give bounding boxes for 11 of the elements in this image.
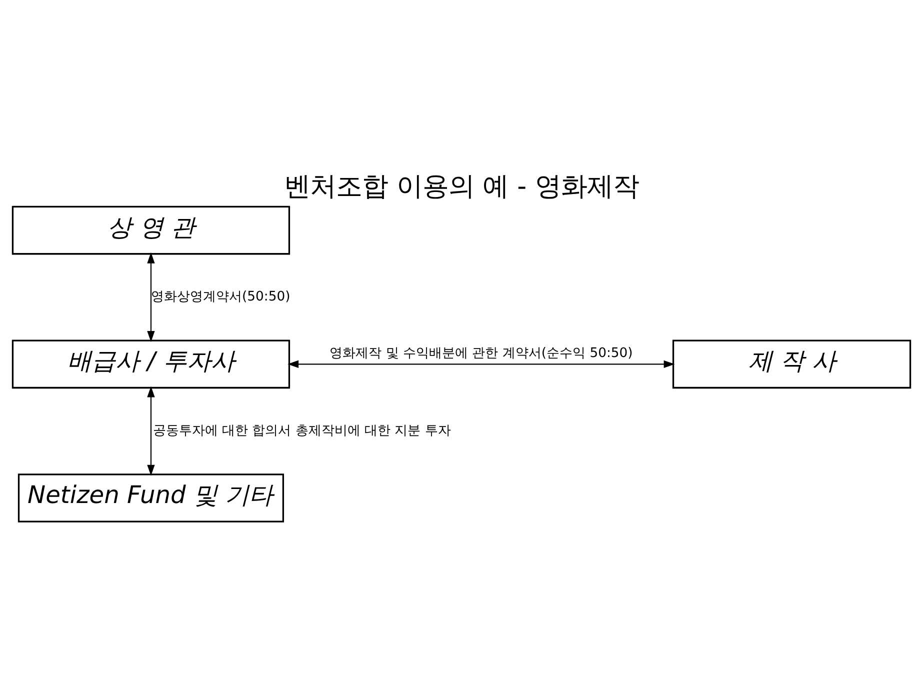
node-box: Netizen Fund 및 기타 [18, 474, 284, 522]
edge-label: 공동투자에 대한 합의서 총제작비에 대한 지분 투자 [152, 423, 451, 438]
node-box: 제 작 사 [672, 340, 912, 389]
edge-label: 영화상영계약서(50:50) [151, 290, 290, 305]
edge-label: 영화제작 및 수익배분에 관한 계약서(순수익 50:50) [330, 346, 633, 362]
arrow [147, 252, 155, 342]
node-box: 상 영 관 [12, 206, 290, 255]
diagram-title: 벤처조합 이용의 예 - 영화제작 [284, 172, 639, 202]
arrow [288, 360, 675, 368]
arrow [147, 386, 155, 476]
node-box: 배급사 / 투자사 [12, 340, 290, 389]
